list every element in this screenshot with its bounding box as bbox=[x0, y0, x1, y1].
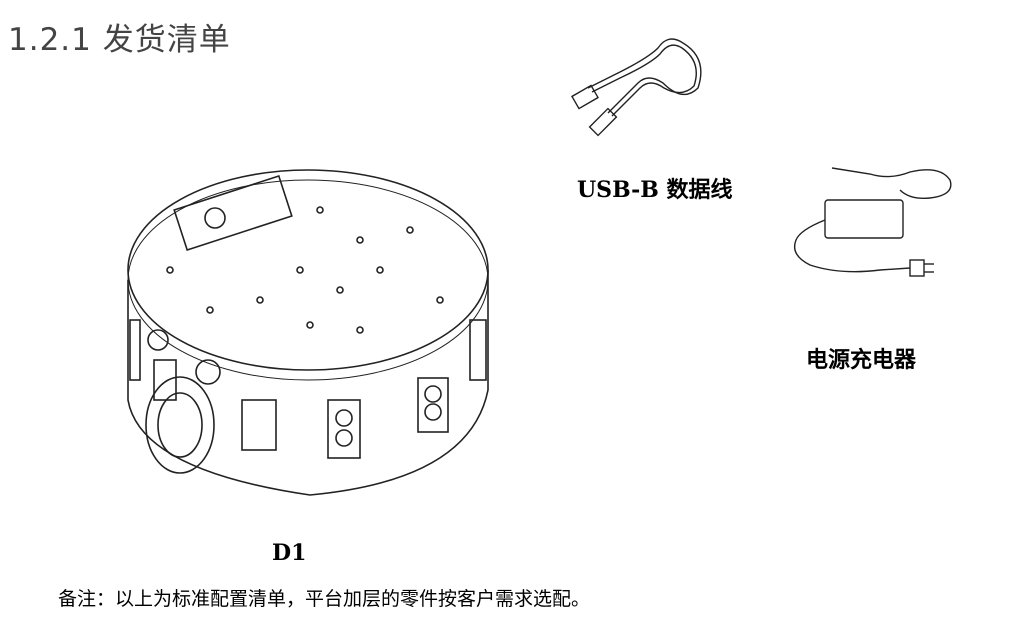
charger-illustration bbox=[793, 167, 952, 277]
note-text: 备注：以上为标准配置清单，平台加层的零件按客户需求选配。 bbox=[58, 588, 591, 610]
usb-cable-label: USB-B 数据线 bbox=[577, 177, 733, 203]
charger-label: 电源充电器 bbox=[806, 347, 917, 373]
usb-cable-illustration bbox=[571, 38, 702, 137]
section-heading: 1.2.1 发货清单 bbox=[8, 22, 231, 58]
robot-label: D1 bbox=[272, 540, 307, 566]
robot-d1-illustration bbox=[127, 169, 489, 496]
